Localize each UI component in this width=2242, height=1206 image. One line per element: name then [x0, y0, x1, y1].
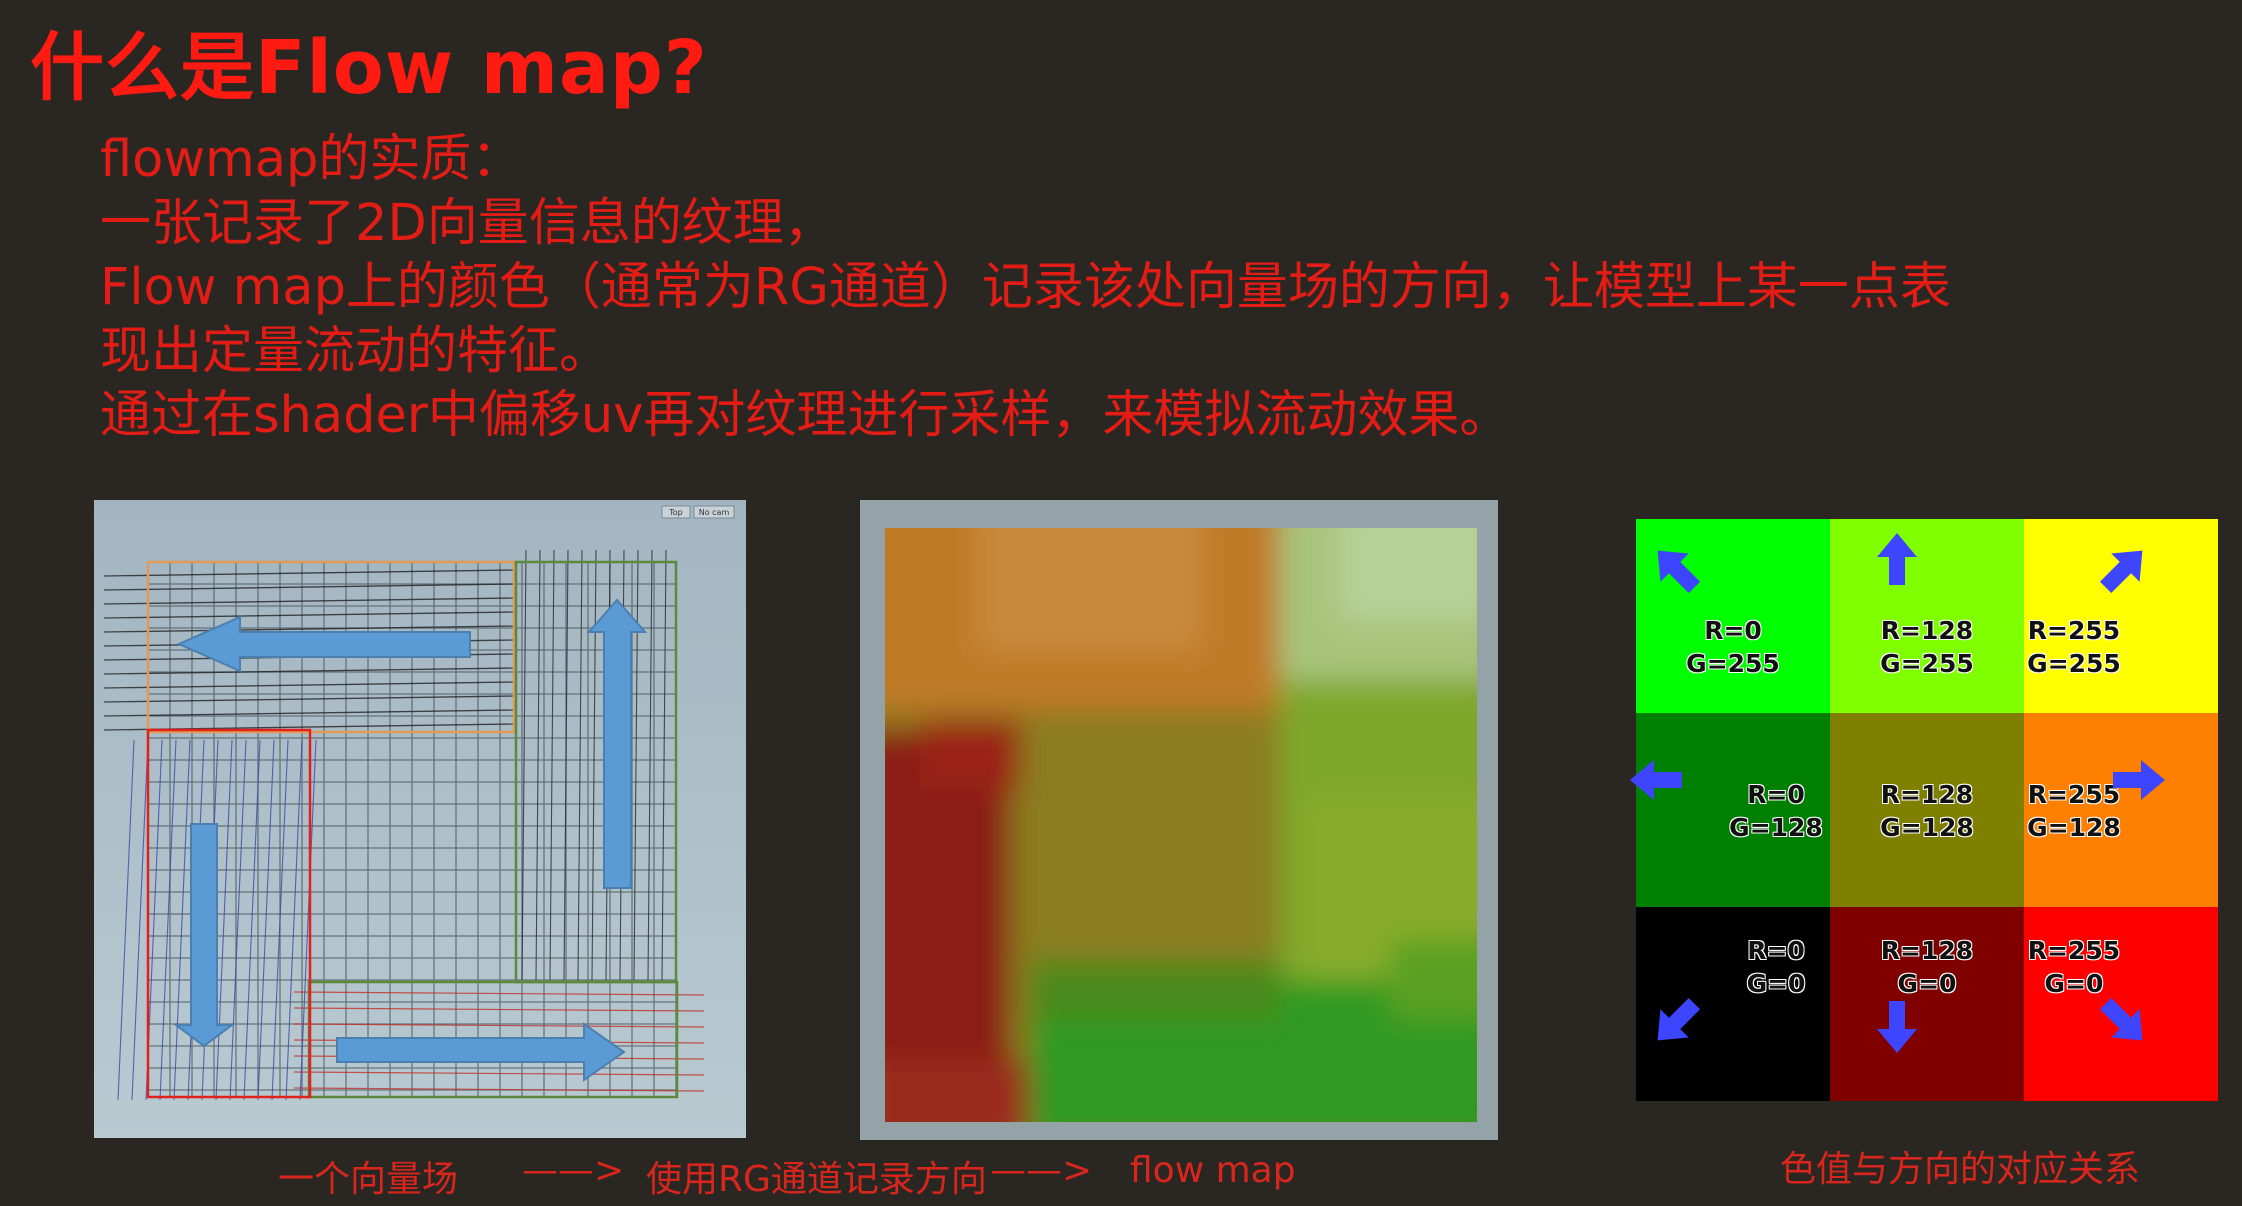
direction-arrow-icon: [1657, 550, 1701, 594]
direction-arrow-icon: [1877, 1001, 1917, 1053]
caption-vector-field: 一个向量场: [278, 1159, 459, 1200]
cell-r-value: R=128: [1880, 616, 1974, 645]
region-top-outline: [146, 560, 516, 734]
flow-arrow-up: [586, 598, 648, 889]
flow-arrow-left: [176, 615, 471, 673]
flow-map-svg: [885, 528, 1477, 1122]
cell-r-value: R=255: [2027, 616, 2121, 645]
direction-arrow-icon: [2099, 550, 2143, 594]
caption-flow-map: flow map: [1130, 1150, 1296, 1191]
cell-r-value: R=255: [2027, 780, 2121, 809]
body-line: 现出定量流动的特征。: [100, 322, 611, 381]
cell-r-value: R=128: [1880, 936, 1974, 965]
viewport-top-button[interactable]: [661, 505, 691, 519]
cell-g-value: G=0: [2044, 969, 2104, 998]
vector-field-image: Top No cam: [94, 500, 746, 1138]
direction-arrow-icon: [2113, 760, 2165, 800]
direction-arrow-icon: [1657, 997, 1701, 1041]
cell-g-value: G=0: [1746, 969, 1806, 998]
cell-r-value: R=128: [1880, 780, 1974, 809]
body-line: Flow map上的颜色（通常为RG通道）记录该处向量场的方向，让模型上某一点表: [100, 258, 1951, 317]
direction-arrow-icon: [2099, 997, 2143, 1041]
viewport-camera-button[interactable]: [693, 505, 735, 519]
cell-g-value: G=128: [1880, 813, 1974, 842]
cell-g-value: G=255: [1686, 649, 1780, 678]
direction-arrow-icon: [1877, 533, 1917, 585]
flow-map-image: [860, 500, 1498, 1140]
cell-r-value: R=0: [1704, 616, 1762, 645]
cell-g-value: G=0: [1897, 969, 1957, 998]
viewport-toolbar: Top No cam: [661, 505, 735, 519]
caption-color-direction: 色值与方向的对应关系: [1780, 1149, 2141, 1190]
cell-r-value: R=255: [2027, 936, 2121, 965]
cell-g-value: G=255: [2027, 649, 2121, 678]
region-left-outline: [146, 728, 312, 1099]
body-text: flowmap的实质： 一张记录了2D向量信息的纹理， Flow map上的颜色…: [100, 128, 1951, 448]
vector-field-svg: Top No cam: [94, 500, 746, 1138]
caption-arrow: ——>: [522, 1150, 625, 1191]
slide-title: 什么是Flow map?: [30, 25, 708, 111]
viewport-top-label: Top: [668, 508, 683, 517]
body-line: 一张记录了2D向量信息的纹理，: [100, 194, 835, 253]
cell-r-value: R=0: [1747, 936, 1805, 965]
cell-g-value: G=128: [2027, 813, 2121, 842]
direction-arrow-icon: [1630, 760, 1682, 800]
cell-r-value: R=0: [1747, 780, 1805, 809]
body-line: flowmap的实质：: [100, 130, 523, 189]
caption-arrow: ——>: [990, 1150, 1093, 1191]
flow-arrow-down: [173, 823, 235, 1048]
viewport-camera-label: No cam: [699, 508, 730, 517]
cell-g-value: G=255: [1880, 649, 1974, 678]
flow-arrow-right: [336, 1022, 626, 1082]
body-line: 通过在shader中偏移uv再对纹理进行采样，来模拟流动效果。: [100, 386, 1511, 445]
caption-rg-record: 使用RG通道记录方向: [646, 1159, 987, 1200]
cell-g-value: G=128: [1729, 813, 1823, 842]
